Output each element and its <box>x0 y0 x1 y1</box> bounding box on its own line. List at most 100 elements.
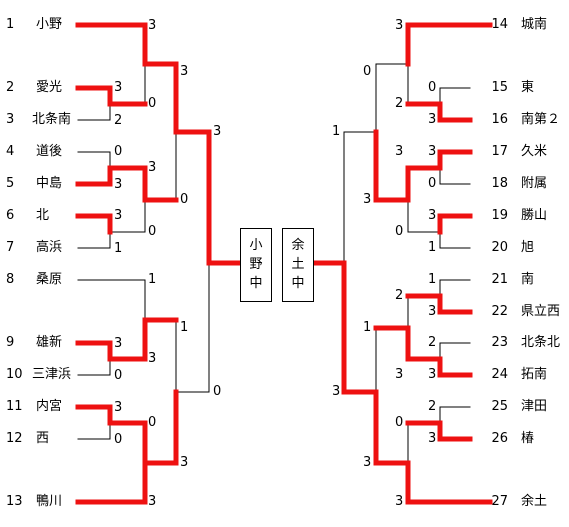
match-score: 0 <box>180 192 189 207</box>
finalist-left-box: 小 野 中 <box>240 228 272 302</box>
finalist-left-char: 小 <box>249 238 263 253</box>
match-score: 0 <box>395 415 404 430</box>
match-score: 1 <box>332 124 341 139</box>
match-score: 3 <box>148 160 157 175</box>
match-score: 0 <box>114 432 123 447</box>
match-score: 3 <box>148 351 157 366</box>
team-name: 西 <box>36 431 50 446</box>
team-name: 鴨川 <box>36 494 63 509</box>
finalist-right-char: 土 <box>291 257 305 272</box>
match-score: 2 <box>428 399 437 414</box>
team-seed-number: 12 <box>6 431 23 446</box>
match-score: 0 <box>428 80 437 95</box>
team-name: 城南 <box>521 17 548 32</box>
match-score: 3 <box>332 384 341 399</box>
match-score: 3 <box>213 124 222 139</box>
team-name: 道後 <box>36 144 63 159</box>
team-name: 旭 <box>521 240 535 255</box>
match-score: 2 <box>395 288 404 303</box>
team-name: 余土 <box>521 494 548 509</box>
team-seed-number: 20 <box>491 240 508 255</box>
team-seed-number: 1 <box>6 17 15 32</box>
match-score: 0 <box>148 224 157 239</box>
match-score: 1 <box>428 240 437 255</box>
team-seed-number: 23 <box>491 335 508 350</box>
team-seed-number: 15 <box>491 80 508 95</box>
match-score: 3 <box>395 18 404 33</box>
match-score: 3 <box>395 494 404 509</box>
team-name: 津田 <box>521 399 548 414</box>
team-name: 北条北 <box>521 335 561 350</box>
match-score: 3 <box>428 304 437 319</box>
team-seed-number: 5 <box>6 176 15 191</box>
team-name: 勝山 <box>521 208 548 223</box>
team-seed-number: 25 <box>491 399 508 414</box>
team-seed-number: 13 <box>6 494 23 509</box>
team-seed-number: 22 <box>491 304 508 319</box>
match-score: 1 <box>114 241 123 256</box>
team-name: 拓南 <box>521 367 548 382</box>
team-seed-number: 14 <box>491 17 508 32</box>
team-name: 雄新 <box>36 335 63 350</box>
match-score: 3 <box>148 18 157 33</box>
match-score: 2 <box>428 335 437 350</box>
finalist-left-char: 中 <box>249 276 263 291</box>
match-score: 3 <box>363 192 372 207</box>
finalist-left-char: 野 <box>249 257 263 272</box>
team-name: 三津浜 <box>32 367 72 382</box>
team-seed-number: 27 <box>491 494 508 509</box>
team-name: 県立西 <box>521 304 561 319</box>
match-score: 3 <box>180 64 189 79</box>
team-name: 内宮 <box>36 399 63 414</box>
match-score: 1 <box>428 272 437 287</box>
finalist-right-char: 余 <box>291 238 305 253</box>
team-seed-number: 24 <box>491 367 508 382</box>
team-seed-number: 6 <box>6 208 15 223</box>
match-score: 1 <box>180 320 189 335</box>
match-score: 0 <box>148 415 157 430</box>
team-seed-number: 21 <box>491 272 508 287</box>
team-name: 東 <box>521 80 535 95</box>
team-seed-number: 17 <box>491 144 508 159</box>
finalist-right-box: 余 土 中 <box>282 228 314 302</box>
team-seed-number: 18 <box>491 176 508 191</box>
team-seed-number: 4 <box>6 144 15 159</box>
match-score: 3 <box>114 336 123 351</box>
team-seed-number: 2 <box>6 80 15 95</box>
team-seed-number: 8 <box>6 272 15 287</box>
match-score: 2 <box>114 113 123 128</box>
match-score: 3 <box>180 455 189 470</box>
match-score: 0 <box>148 96 157 111</box>
match-score: 3 <box>428 367 437 382</box>
team-name: 中島 <box>36 176 63 191</box>
match-score: 3 <box>114 208 123 223</box>
team-seed-number: 26 <box>491 431 508 446</box>
match-score: 0 <box>213 384 222 399</box>
team-name: 北 <box>36 208 50 223</box>
team-seed-number: 19 <box>491 208 508 223</box>
team-name: 北条南 <box>32 112 72 127</box>
match-score: 2 <box>395 96 404 111</box>
match-score: 0 <box>114 144 123 159</box>
match-score: 1 <box>148 272 157 287</box>
match-score: 3 <box>395 144 404 159</box>
match-score: 3 <box>428 208 437 223</box>
team-seed-number: 11 <box>6 399 23 414</box>
match-score: 0 <box>114 368 123 383</box>
match-score: 0 <box>395 224 404 239</box>
team-name: 久米 <box>521 144 548 159</box>
team-name: 附属 <box>521 176 548 191</box>
team-name: 愛光 <box>36 80 63 95</box>
team-seed-number: 3 <box>6 112 15 127</box>
match-score: 3 <box>114 400 123 415</box>
team-name: 桑原 <box>36 272 63 287</box>
team-name: 小野 <box>36 17 63 32</box>
match-score: 0 <box>363 64 372 79</box>
team-name: 南 <box>521 272 535 287</box>
team-seed-number: 16 <box>491 112 508 127</box>
team-seed-number: 7 <box>6 240 15 255</box>
match-score: 3 <box>395 367 404 382</box>
team-name: 椿 <box>521 431 535 446</box>
